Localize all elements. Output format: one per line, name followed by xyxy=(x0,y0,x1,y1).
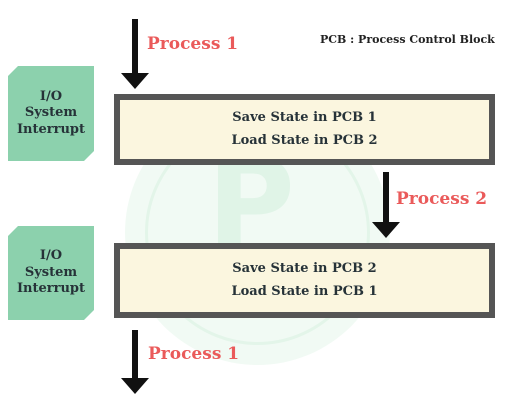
state-block-2-line2: Load State in PCB 1 xyxy=(231,283,378,299)
arrow-shaft xyxy=(132,19,138,73)
io-tag-line1: I/O xyxy=(39,88,63,104)
process-label-middle: Process 2 xyxy=(396,189,488,209)
state-block-2: Save State in PCB 2 Load State in PCB 1 xyxy=(114,243,495,318)
arrow-middle-down xyxy=(372,172,400,238)
arrow-shaft xyxy=(383,172,389,222)
io-tag-line1: I/O xyxy=(39,248,63,264)
arrow-top-down xyxy=(121,19,149,89)
arrow-bottom-down xyxy=(121,330,149,394)
state-block-1-line2: Load State in PCB 2 xyxy=(231,132,378,148)
io-tag-line3: Interrupt xyxy=(16,121,86,137)
io-interrupt-tag-2: I/O System Interrupt xyxy=(8,226,94,320)
state-block-1: Save State in PCB 1 Load State in PCB 2 xyxy=(114,94,495,165)
arrow-head xyxy=(121,73,149,89)
io-tag-line2: System xyxy=(24,264,78,280)
arrow-shaft xyxy=(132,330,138,378)
arrow-head xyxy=(121,378,149,394)
io-tag-line2: System xyxy=(24,105,78,121)
process-label-bottom: Process 1 xyxy=(148,344,240,364)
process-label-top: Process 1 xyxy=(147,34,239,54)
pcb-legend: PCB : Process Control Block xyxy=(320,33,495,46)
io-tag-line3: Interrupt xyxy=(16,281,86,297)
io-interrupt-tag-1: I/O System Interrupt xyxy=(8,66,94,161)
state-block-2-line1: Save State in PCB 2 xyxy=(232,261,377,277)
arrow-head xyxy=(372,222,400,238)
state-block-1-line1: Save State in PCB 1 xyxy=(232,110,377,126)
